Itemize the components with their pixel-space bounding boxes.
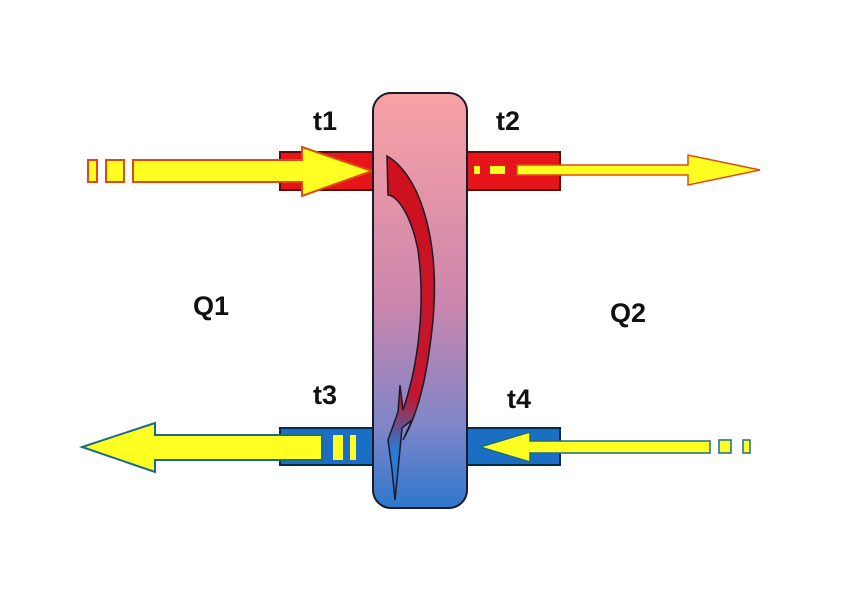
label-t2: t2 <box>496 106 520 136</box>
label-t3: t3 <box>313 380 337 410</box>
label-q1: Q1 <box>193 291 229 321</box>
cold-outflow-arrow <box>78 421 356 474</box>
label-q2: Q2 <box>610 298 646 328</box>
cold-inflow-arrow <box>477 430 751 464</box>
label-t1: t1 <box>313 106 337 136</box>
internal-flow-arrow <box>386 154 436 501</box>
hot-outflow-arrow <box>474 154 761 186</box>
hot-inflow-arrow <box>87 145 376 198</box>
label-t4: t4 <box>507 384 531 414</box>
